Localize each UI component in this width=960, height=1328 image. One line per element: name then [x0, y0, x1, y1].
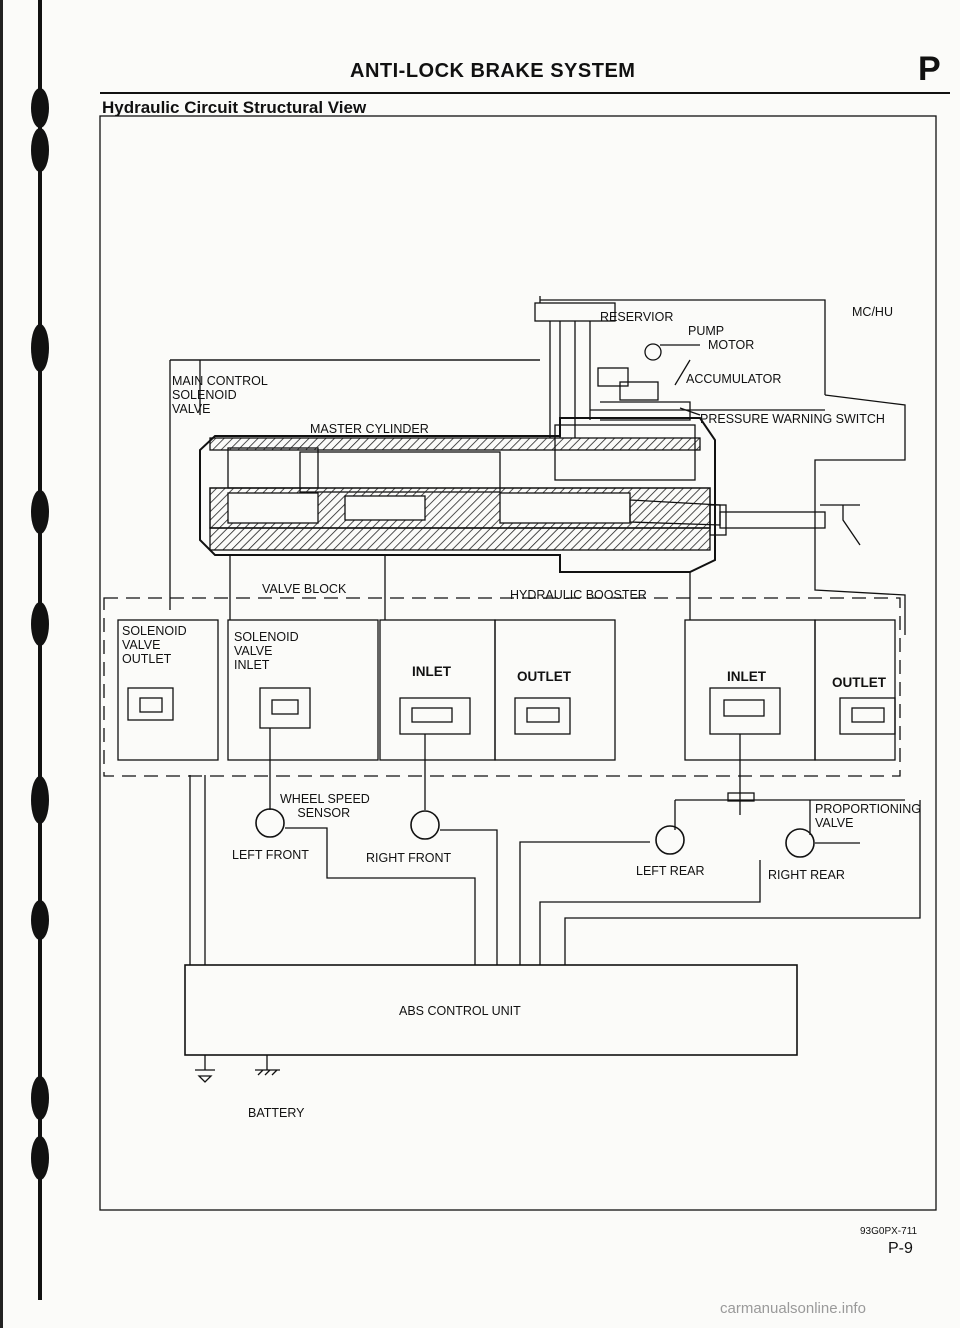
label-right-front: RIGHT FRONT — [366, 851, 452, 865]
label-left-rear: LEFT REAR — [636, 864, 705, 878]
label-solenoid-valve-outlet: SOLENOID VALVE OUTLET — [122, 624, 187, 666]
section-letter: P — [918, 50, 941, 88]
label-inlet-front: INLET — [412, 664, 451, 679]
wheel-speed-sensors — [255, 808, 815, 858]
label-inlet-rear: INLET — [727, 669, 766, 684]
label-solenoid-valve-inlet: SOLENOID VALVE INLET — [234, 630, 299, 672]
label-left-front: LEFT FRONT — [232, 848, 309, 862]
header-rule — [100, 92, 950, 94]
label-right-rear: RIGHT REAR — [768, 868, 845, 882]
label-abs-control-unit: ABS CONTROL UNIT — [399, 1004, 521, 1018]
label-proportioning-valve: PROPORTIONING VALVE — [815, 802, 922, 830]
page-header-title: ANTI-LOCK BRAKE SYSTEM — [350, 60, 636, 82]
label-battery: BATTERY — [248, 1106, 305, 1120]
binder-edge — [0, 0, 49, 1328]
figure-frame — [99, 115, 937, 1211]
label-wheel-speed-sensor: WHEEL SPEED SENSOR — [280, 792, 370, 820]
valve-symbols — [127, 687, 896, 735]
label-pump: PUMP — [688, 324, 725, 338]
page-number: P-9 — [888, 1240, 913, 1257]
abs-control-unit-box — [184, 964, 798, 1056]
mchu-frame — [170, 299, 826, 415]
label-pressure-warning-switch: PRESSURE WARNING SWITCH — [700, 412, 885, 426]
watermark: carmanualsonline.info — [720, 1300, 866, 1317]
label-mchu: MC/HU — [852, 305, 893, 319]
label-master-cylinder: MASTER CYLINDER — [310, 422, 429, 436]
label-outlet-rear: OUTLET — [832, 675, 886, 690]
figure-code: 93G0PX-711 — [860, 1226, 918, 1237]
label-motor: MOTOR — [708, 338, 755, 352]
label-hydraulic-booster: HYDRAULIC BOOSTER — [510, 588, 647, 602]
label-valve-block: VALVE BLOCK — [262, 582, 347, 596]
label-outlet-front: OUTLET — [517, 669, 571, 684]
label-reservior: RESERVIOR — [600, 310, 674, 324]
diagram-subtitle: Hydraulic Circuit Structural View — [102, 98, 367, 117]
valve-block-dashed — [103, 597, 901, 777]
label-main-control-solenoid-valve: MAIN CONTROL SOLENOID VALVE — [172, 374, 268, 416]
label-accumulator: ACCUMULATOR — [686, 372, 782, 386]
